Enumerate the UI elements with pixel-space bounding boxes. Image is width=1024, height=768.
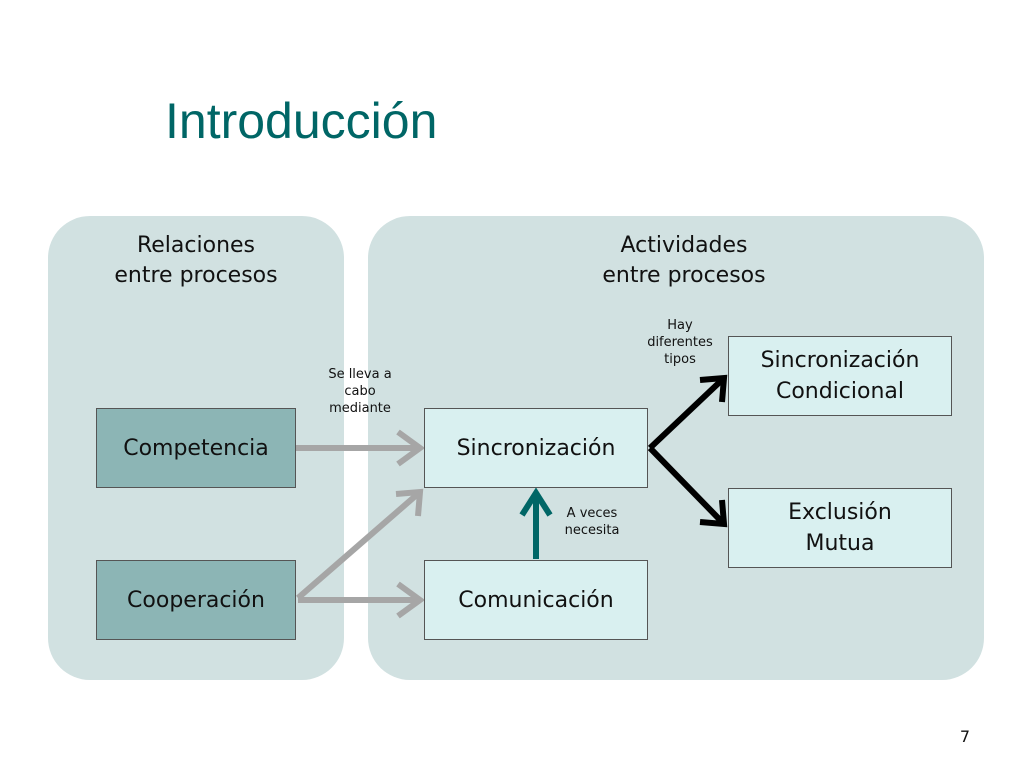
node-comunicacion-label: Comunicación	[458, 587, 614, 613]
note-se-lleva-line1: Se lleva a	[328, 367, 392, 382]
node-sincronizacion-condicional-line2: Condicional	[775, 379, 905, 404]
note-a-veces-line1: A veces	[566, 506, 618, 521]
node-competencia-label: Competencia	[123, 435, 269, 461]
note-a-veces-line2: necesita	[564, 523, 620, 538]
panel-relaciones-title: Relaciones entre procesos	[48, 231, 344, 291]
slide-title: Introducción	[165, 93, 438, 149]
node-sincronizacion: Sincronización	[424, 408, 648, 488]
panel-actividades-title-line2: entre procesos	[602, 263, 766, 288]
arrow-sincronizacion-to-condicional	[647, 375, 727, 451]
node-sincronizacion-label: Sincronización	[456, 435, 616, 461]
arrowhead-sincronizacion-to-condicional	[699, 374, 728, 403]
arrowhead-sincronizacion-to-exclusion	[699, 499, 728, 528]
arrow-sincronizacion-to-exclusion	[647, 445, 727, 527]
note-hay-tipos-line2: diferentes	[647, 335, 713, 350]
arrowhead-cooperacion-to-comunicacion	[396, 581, 426, 619]
note-hay-tipos-line1: Hay	[667, 318, 693, 333]
note-se-lleva-a-cabo: Se lleva a cabo mediante	[310, 366, 410, 417]
node-comunicacion: Comunicación	[424, 560, 648, 640]
note-se-lleva-line3: mediante	[329, 401, 391, 416]
panel-relaciones-title-line1: Relaciones	[136, 233, 256, 258]
note-a-veces-necesita: A veces necesita	[552, 505, 632, 539]
node-competencia: Competencia	[96, 408, 296, 488]
node-exclusion-mutua-line2: Mutua	[805, 531, 875, 556]
panel-relaciones-title-line2: entre procesos	[114, 263, 278, 288]
node-sincronizacion-condicional-line1: Sincronización	[760, 348, 920, 373]
node-exclusion-mutua: Exclusión Mutua	[728, 488, 952, 568]
arrowhead-comunicacion-to-sincronizacion	[519, 487, 553, 517]
note-hay-tipos-line3: tipos	[664, 352, 696, 367]
note-hay-diferentes-tipos: Hay diferentes tipos	[630, 317, 730, 368]
node-sincronizacion-condicional: Sincronización Condicional	[728, 336, 952, 416]
node-cooperacion: Cooperación	[96, 560, 296, 640]
page-number: 7	[959, 727, 970, 746]
node-cooperacion-label: Cooperación	[127, 587, 265, 613]
node-exclusion-mutua-line1: Exclusión	[788, 500, 892, 525]
arrow-cooperacion-to-sincronizacion	[296, 489, 422, 601]
arrowhead-competencia-to-sincronizacion	[396, 429, 426, 467]
note-se-lleva-line2: cabo	[344, 384, 376, 399]
panel-actividades-title: Actividades entre procesos	[368, 231, 1000, 291]
arrowhead-cooperacion-to-sincronizacion	[395, 488, 424, 517]
panel-actividades-title-line1: Actividades	[620, 233, 748, 258]
